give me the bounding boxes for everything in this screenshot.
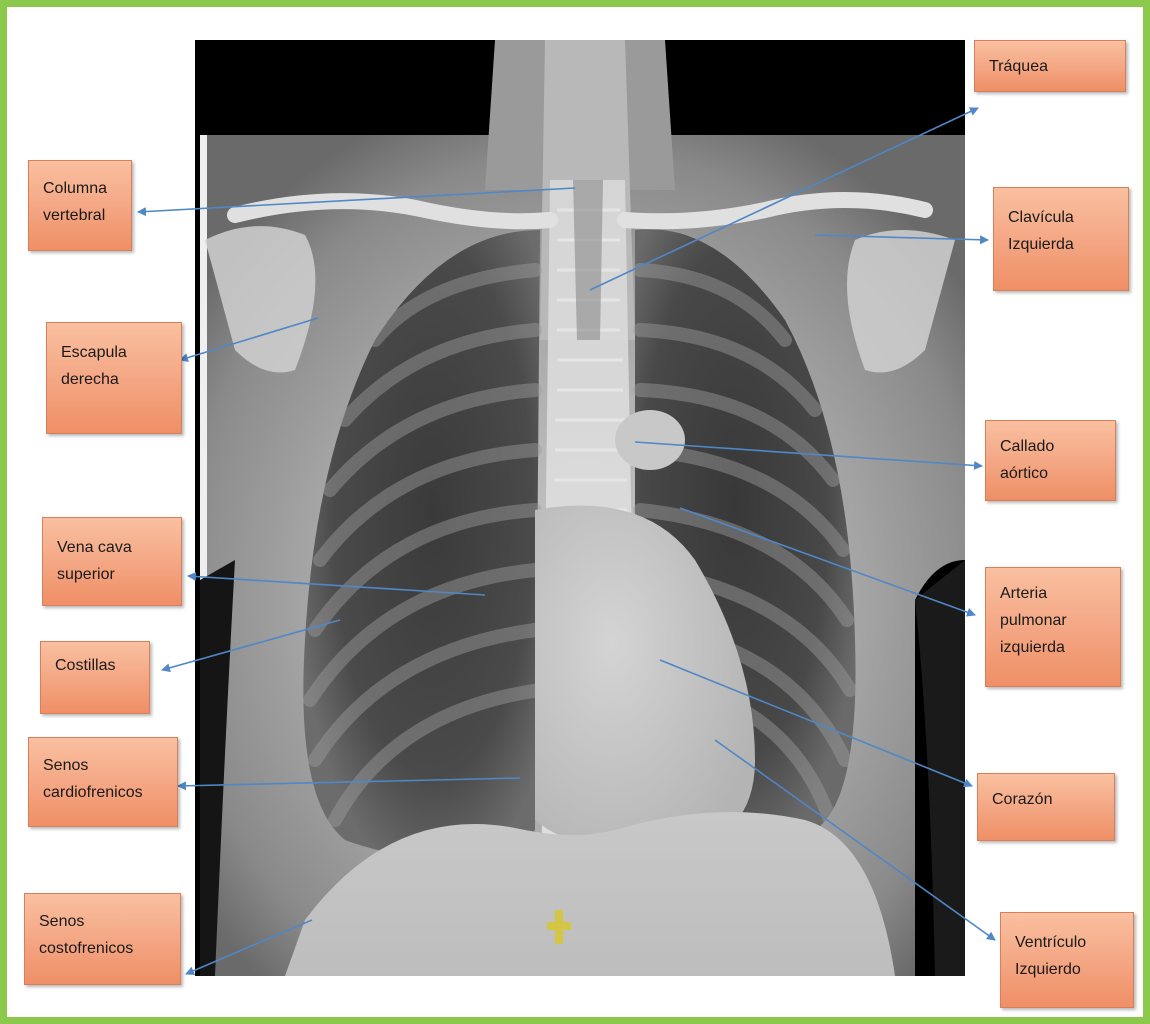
label-ventriculo-izquierdo-line1: Ventrículo: [1015, 929, 1123, 956]
label-costillas: Costillas: [40, 641, 150, 714]
label-callado-aortico-line1: Callado: [1000, 433, 1105, 460]
label-vena-cava-superior-line2: superior: [57, 561, 171, 588]
label-columna-vertebral: Columna vertebral: [28, 160, 132, 251]
label-arteria-pulmonar-izquierda: Arteria pulmonar izquierda: [985, 567, 1121, 687]
label-escapula-derecha-line2: derecha: [61, 366, 171, 393]
label-escapula-derecha-line1: Escapula: [61, 339, 171, 366]
label-clavicula-izquierda-line1: Clavícula: [1008, 204, 1118, 231]
label-clavicula-izquierda-line2: Izquierda: [1008, 231, 1118, 258]
label-arteria-pulmonar-line1: Arteria: [1000, 580, 1110, 607]
label-escapula-derecha: Escapula derecha: [46, 322, 182, 434]
label-vena-cava-superior: Vena cava superior: [42, 517, 182, 606]
label-columna-vertebral-line1: Columna: [43, 175, 121, 202]
label-senos-costofrenicos: Senos costofrenicos: [24, 893, 181, 985]
label-costillas-line1: Costillas: [55, 652, 139, 679]
label-corazon: Corazón: [977, 773, 1115, 841]
label-senos-cardiofrenicos: Senos cardiofrenicos: [28, 737, 178, 827]
label-senos-costofrenicos-line1: Senos: [39, 908, 170, 935]
label-traquea: Tráquea: [974, 40, 1126, 92]
label-arteria-pulmonar-line2: pulmonar: [1000, 607, 1110, 634]
label-senos-cardiofrenicos-line2: cardiofrenicos: [43, 779, 167, 806]
label-traquea-line1: Tráquea: [989, 53, 1115, 80]
label-corazon-line1: Corazón: [992, 786, 1104, 813]
label-senos-costofrenicos-line2: costofrenicos: [39, 935, 170, 962]
label-columna-vertebral-line2: vertebral: [43, 202, 121, 229]
label-ventriculo-izquierdo-line2: Izquierdo: [1015, 956, 1123, 983]
label-senos-cardiofrenicos-line1: Senos: [43, 752, 167, 779]
label-ventriculo-izquierdo: Ventrículo Izquierdo: [1000, 912, 1134, 1008]
label-callado-aortico-line2: aórtico: [1000, 460, 1105, 487]
label-arteria-pulmonar-line3: izquierda: [1000, 634, 1110, 661]
label-callado-aortico: Callado aórtico: [985, 420, 1116, 501]
label-vena-cava-superior-line1: Vena cava: [57, 534, 171, 561]
chest-xray-image: [195, 40, 965, 976]
label-clavicula-izquierda: Clavícula Izquierda: [993, 187, 1129, 291]
